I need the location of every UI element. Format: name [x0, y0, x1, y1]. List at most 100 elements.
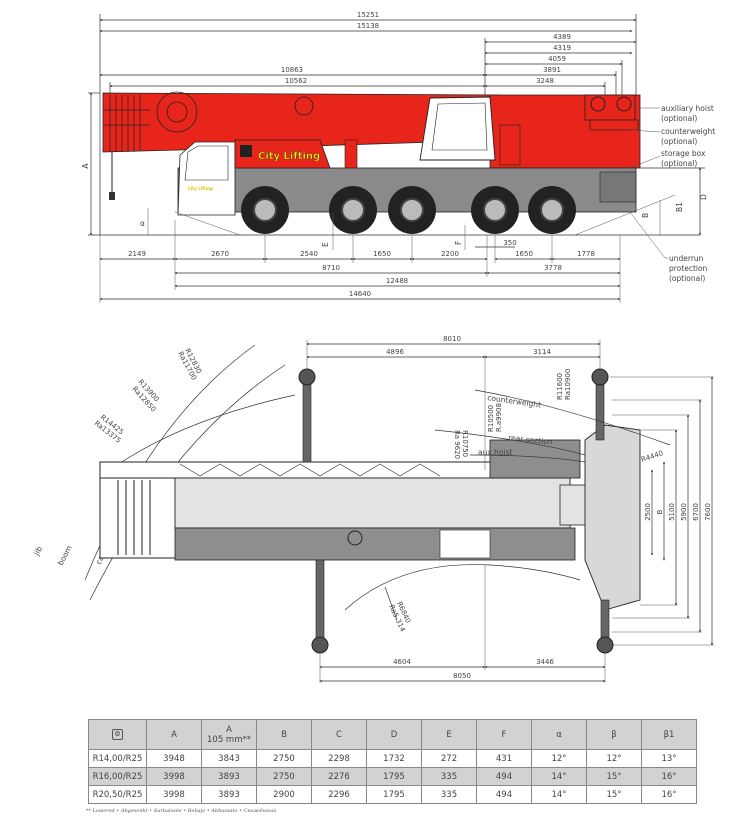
dim-1650b: 1650: [515, 250, 533, 258]
cell: 12°: [531, 749, 587, 768]
side-top-dimensions: 15251 15138 4389 4319 4059 3891 10863 10…: [99, 11, 637, 235]
col-E: E: [421, 719, 477, 750]
wheel: [471, 186, 519, 234]
dim-15138: 15138: [357, 22, 379, 30]
plan-bottom-dimensions: 4604 3446 8050: [319, 565, 606, 683]
cell: 3843: [201, 749, 257, 768]
cell: 15°: [586, 785, 642, 804]
dim-2149: 2149: [128, 250, 146, 258]
wheel: [329, 186, 377, 234]
plan-view: R12830 Ra11700 R13900 Ra12850 R14425 Ra1…: [31, 335, 714, 683]
dim-2670: 2670: [211, 250, 229, 258]
col-beta1: β1: [641, 719, 697, 750]
callout-optional: (optional): [661, 159, 697, 168]
letter-D: D: [699, 194, 708, 200]
dim-4896: 4896: [386, 348, 404, 356]
radius-r4440: R4440: [640, 449, 664, 464]
cell: 3893: [201, 767, 257, 786]
counterweight-plan: [584, 424, 641, 611]
dim-4059: 4059: [548, 55, 566, 63]
radius-r10750: R10750: [461, 430, 469, 457]
callout-optional: (optional): [661, 114, 697, 123]
letter-F: F: [454, 241, 463, 245]
dim-4604: 4604: [393, 658, 411, 666]
letter-alpha: α: [140, 219, 145, 228]
auxiliary-hoist: [584, 94, 636, 121]
dim-8010: 8010: [443, 335, 461, 343]
boom-head: [99, 477, 181, 559]
dim-12488: 12488: [386, 277, 408, 285]
cell: 494: [476, 785, 532, 804]
counterweight: [589, 119, 639, 131]
dim-6700: 6700: [692, 503, 700, 521]
label-aux-hoist: aux.hoist: [478, 448, 513, 457]
storage-box: [599, 171, 637, 203]
tyre-icon: ⚙: [112, 729, 123, 740]
dim-2540: 2540: [300, 250, 318, 258]
dim-10863: 10863: [281, 66, 303, 74]
tyre-icon-cell: ⚙: [88, 719, 147, 750]
col-B: B: [256, 719, 312, 750]
dim-4319: 4319: [553, 44, 571, 52]
dim-14640: 14640: [349, 290, 371, 298]
cell: 16°: [641, 767, 697, 786]
cell: R20,50/R25: [88, 785, 147, 804]
cell: 2750: [256, 749, 312, 768]
col-A-lowered-sub: 105 mm**: [207, 734, 251, 745]
cell: 1732: [366, 749, 422, 768]
crane-side-body: City Lifting City Lifting: [102, 91, 641, 234]
callout-storage-box: storage box: [661, 149, 706, 158]
side-callouts: auxiliary hoist (optional) counterweight…: [629, 104, 715, 283]
radius-ra10900: Ra10900: [564, 369, 572, 400]
outriggers: [298, 368, 614, 654]
radius-ra9908: R.a9908: [495, 403, 503, 432]
dim-3114: 3114: [533, 348, 551, 356]
crane-plan-body: [99, 368, 641, 654]
col-C: C: [311, 719, 367, 750]
cell: 335: [421, 785, 477, 804]
radius-ra9620: Ra 9620: [453, 430, 461, 459]
dim-8710: 8710: [322, 264, 340, 272]
cell: 16°: [641, 785, 697, 804]
col-beta: β: [586, 719, 642, 750]
plan-right-dimensions: 2500 B 5100 5900 6700 7600: [610, 376, 714, 646]
col-A-lowered-label: A: [226, 724, 232, 735]
carrier-plan: [174, 527, 576, 561]
dim-10562: 10562: [285, 77, 307, 85]
dim-1778: 1778: [577, 250, 595, 258]
cell: 272: [421, 749, 477, 768]
callout-underrun: underrun: [669, 254, 704, 263]
dim-5900: 5900: [680, 503, 688, 521]
callout-optional: (optional): [669, 274, 705, 283]
dim-3446: 3446: [536, 658, 554, 666]
letter-beta: B: [641, 213, 650, 218]
cell: 3998: [146, 767, 202, 786]
footnote: ** Lowered • Abgesenkt • Surbaissée • Re…: [86, 808, 277, 814]
dim-7600: 7600: [704, 503, 712, 521]
dim-3891: 3891: [543, 66, 561, 74]
label-jib: jib: [31, 545, 44, 558]
dim-3248: 3248: [536, 77, 554, 85]
dim-1650: 1650: [373, 250, 391, 258]
dim-2500: 2500: [644, 503, 652, 521]
side-bottom-dimensions: 2149 2670 2540 1650 2200 350 1650 1778 8…: [99, 220, 621, 303]
cell: 2750: [256, 767, 312, 786]
wheel: [528, 186, 576, 234]
dim-4389: 4389: [553, 33, 571, 41]
label-boom: boom: [56, 544, 74, 567]
dim-B: B: [656, 509, 664, 514]
cell: 3948: [146, 749, 202, 768]
col-D: D: [366, 719, 422, 750]
boom: [102, 92, 501, 153]
dim-2200: 2200: [441, 250, 459, 258]
cell: 3998: [146, 785, 202, 804]
callout-counterweight: counterweight: [661, 127, 715, 136]
dim-8050: 8050: [453, 672, 471, 680]
